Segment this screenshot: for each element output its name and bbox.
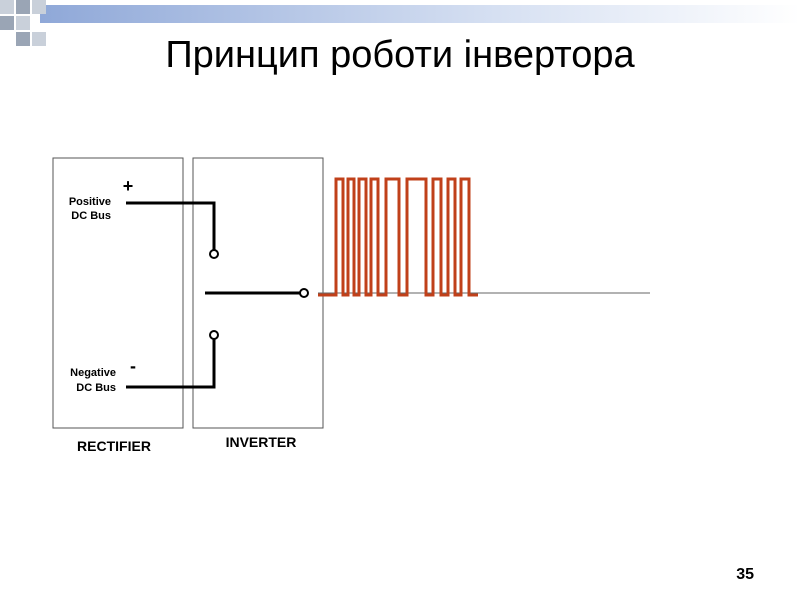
negative-bus-label-line1: Negative (70, 367, 116, 379)
negative-bus-label-line2: DC Bus (76, 382, 116, 394)
corner-square (16, 32, 30, 46)
corner-square (16, 16, 30, 30)
header-bar (40, 5, 800, 23)
corner-square (0, 0, 14, 14)
negative-bus-wire (126, 339, 216, 389)
corner-square (0, 16, 14, 30)
page-number: 35 (736, 566, 754, 583)
upper-switch-terminal (209, 249, 219, 259)
corner-square (16, 0, 30, 14)
header-decoration (0, 0, 800, 46)
positive-bus-wire (126, 201, 216, 250)
lower-switch-terminal (209, 330, 219, 340)
rectifier-block (52, 157, 184, 429)
positive-bus-label-line1: Positive (69, 196, 111, 208)
slide-title: Принцип роботи інвертора (165, 34, 635, 76)
positive-bus-label-line2: DC Bus (71, 210, 111, 222)
corner-square (32, 32, 46, 46)
pwm-waveform (318, 177, 478, 297)
corner-square (32, 0, 46, 14)
positive-sign: + (123, 176, 134, 196)
negative-sign: - (130, 356, 136, 376)
rectifier-label: RECTIFIER (77, 438, 151, 454)
output-terminal (299, 288, 309, 298)
inverter-label: INVERTER (226, 434, 297, 450)
